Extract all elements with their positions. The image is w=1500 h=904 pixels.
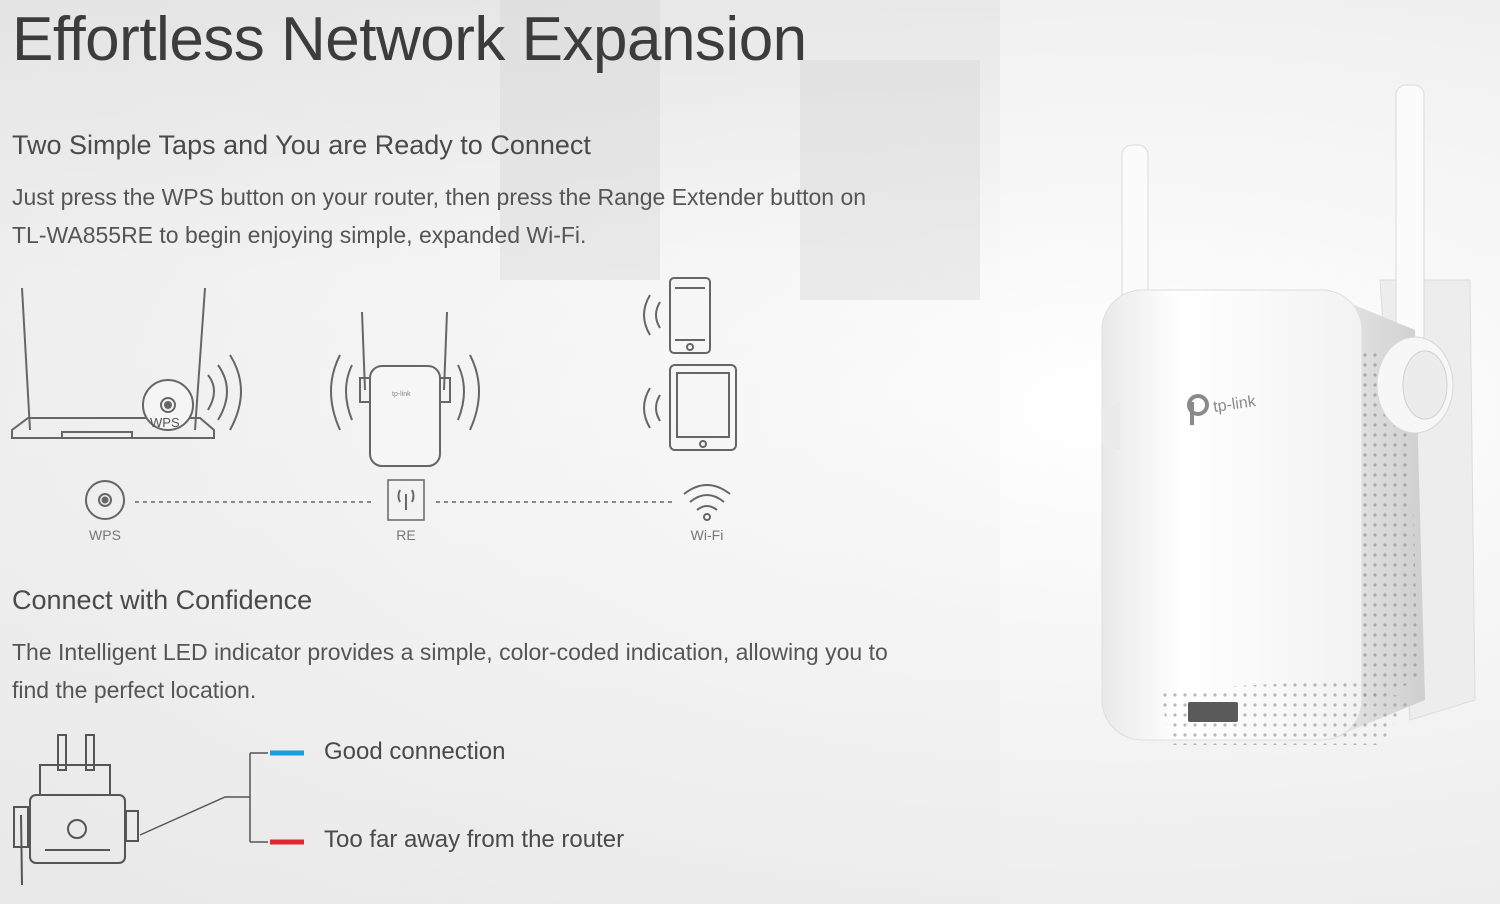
confidence-description: The Intelligent LED indicator provides a… (12, 639, 888, 703)
pointer-line (139, 796, 250, 836)
re-step-icon (387, 479, 425, 521)
step-label-wifi: Wi-Fi (690, 527, 724, 543)
extender-side-icon (13, 734, 139, 886)
led-diagram (13, 734, 304, 886)
background-pane (800, 60, 980, 300)
wifi-step-icon (683, 484, 731, 521)
tablet-icon (643, 364, 737, 451)
extender-icon (330, 311, 480, 467)
router-wps-label: WPS (150, 415, 180, 430)
setup-diagram: WPS tp-link (11, 277, 737, 521)
wps-step-icon (85, 480, 125, 520)
setup-description: Just press the WPS button on your router… (12, 184, 867, 248)
phone-icon (643, 277, 711, 354)
background-pane (500, 0, 660, 280)
extender-body (1101, 289, 1363, 741)
step-label-wps: WPS (89, 527, 121, 543)
led-far-label: Too far away from the router (324, 826, 625, 853)
product-image: tp-link (1101, 84, 1476, 745)
section-heading-confidence: Connect with Confidence (12, 585, 313, 615)
step-label-re: RE (396, 527, 416, 543)
router-icon (11, 287, 242, 439)
tp-link-logo: tp-link (1187, 393, 1258, 425)
section-heading-setup: Two Simple Taps and You are Ready to Con… (12, 130, 591, 160)
product-brand-text: tp-link (1212, 393, 1258, 416)
page-title: Effortless Network Expansion (12, 5, 807, 74)
ethernet-port (1188, 702, 1238, 722)
led-good-label: Good connection (324, 738, 506, 765)
extender-logo-text: tp-link (392, 391, 411, 398)
background-window (0, 0, 1000, 904)
